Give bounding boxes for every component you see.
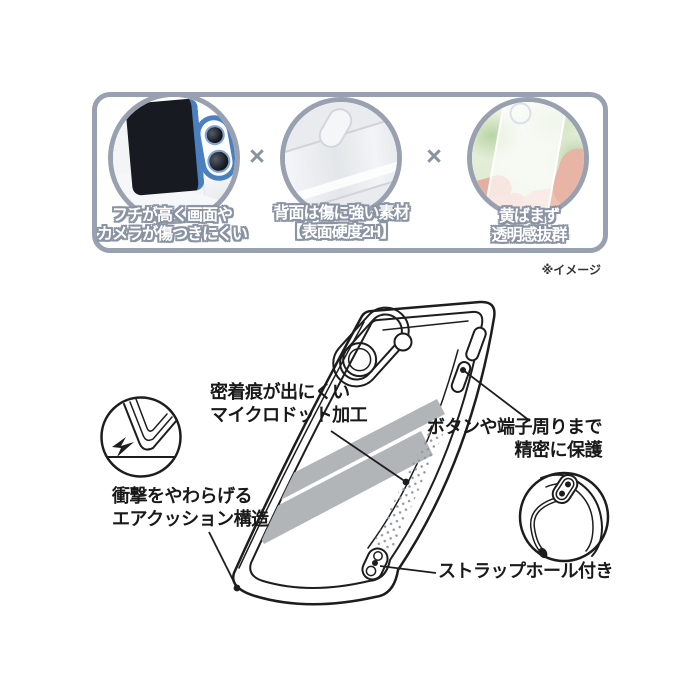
label-line: マイクロドット加工	[210, 405, 368, 425]
camera-lens-icon	[205, 147, 233, 175]
cord-knot	[538, 547, 548, 559]
label-line: ボタンや端子周りまで	[427, 417, 603, 437]
callout-lines	[208, 367, 531, 592]
label-line: 衝撃をやわらげる	[112, 486, 253, 506]
camera-hole	[507, 102, 534, 127]
strap-hole-with-cord-detail	[518, 471, 610, 563]
image-disclaimer-note: ※イメージ	[541, 263, 601, 277]
label-line: 密着痕が出にくい	[210, 382, 350, 402]
feature-photo-no-yellowing	[467, 97, 589, 219]
label-line: 精密に保護	[514, 440, 603, 460]
label-line: ストラップホール付き	[438, 561, 614, 581]
feature-photo-hard-back	[280, 97, 402, 219]
microdot-texture-area	[372, 430, 445, 551]
feature-photo-raised-bezel	[108, 92, 240, 224]
caption-line: 黄ばまず	[498, 208, 560, 225]
label-air-cushion: 衝撃をやわらげる エアクッション構造	[112, 485, 277, 531]
label-line: エアクッション構造	[112, 509, 269, 529]
multiply-icon: ×	[249, 141, 265, 171]
caption-line: 透明感抜群	[491, 226, 567, 244]
reflection-stripes	[250, 399, 445, 544]
label-strap-hole: ストラップホール付き	[438, 560, 614, 583]
caption-line: 【表面硬度2H】	[286, 223, 396, 241]
feature-caption-hardness: 背面は傷に強い素材 【表面硬度2H】	[250, 205, 432, 242]
impact-flash-icon	[112, 437, 134, 457]
corner-impact-detail	[100, 396, 182, 478]
camera-cutout	[332, 306, 410, 388]
label-microdot: 密着痕が出にくい マイクロドット加工	[210, 381, 385, 427]
caption-line: フチが高く画面や	[111, 207, 233, 224]
feature-caption-bezel: フチが高く画面や カメラが傷つきにくい	[81, 207, 263, 244]
feature-caption-clarity: 黄ばまず 透明感抜群	[438, 208, 620, 245]
camera-lens-icon	[203, 123, 227, 147]
phone-screen	[125, 98, 205, 196]
flash-cutout	[393, 332, 413, 352]
label-button-protection: ボタンや端子周りまで 精密に保護	[420, 416, 603, 462]
caption-line: カメラが傷つきにくい	[97, 225, 248, 243]
multiply-icon: ×	[426, 141, 442, 171]
caption-line: 背面は傷に強い素材	[273, 205, 409, 222]
